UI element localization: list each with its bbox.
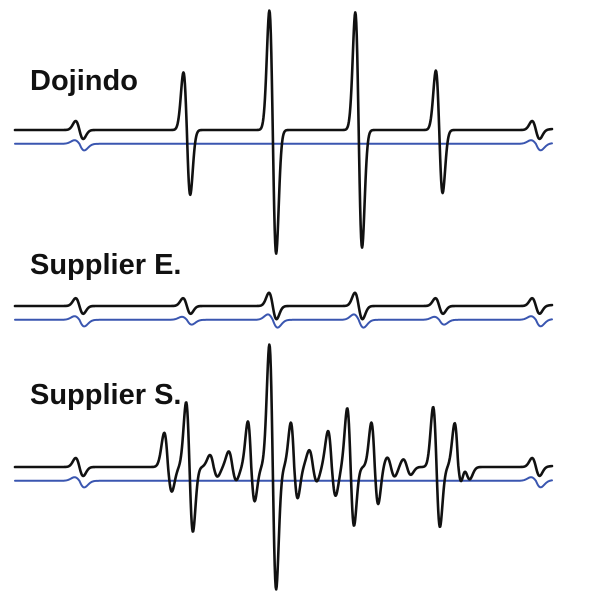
trace-blue-panel-0: [14, 139, 553, 152]
trace-black-panel-2: [13, 343, 554, 591]
trace-blue-panel-1: [14, 313, 553, 329]
panel-dojindo: Dojindo: [13, 9, 554, 255]
panel-label-dojindo: Dojindo: [30, 65, 138, 97]
trace-black-panel-0: [13, 9, 554, 255]
panel-label-supplier-s: Supplier S.: [30, 379, 181, 411]
panel-supplier-e: Supplier E.: [13, 249, 554, 329]
panel-supplier-s: Supplier S.: [13, 343, 554, 591]
panel-label-supplier-e: Supplier E.: [30, 249, 181, 281]
trace-black-panel-1: [13, 291, 554, 321]
